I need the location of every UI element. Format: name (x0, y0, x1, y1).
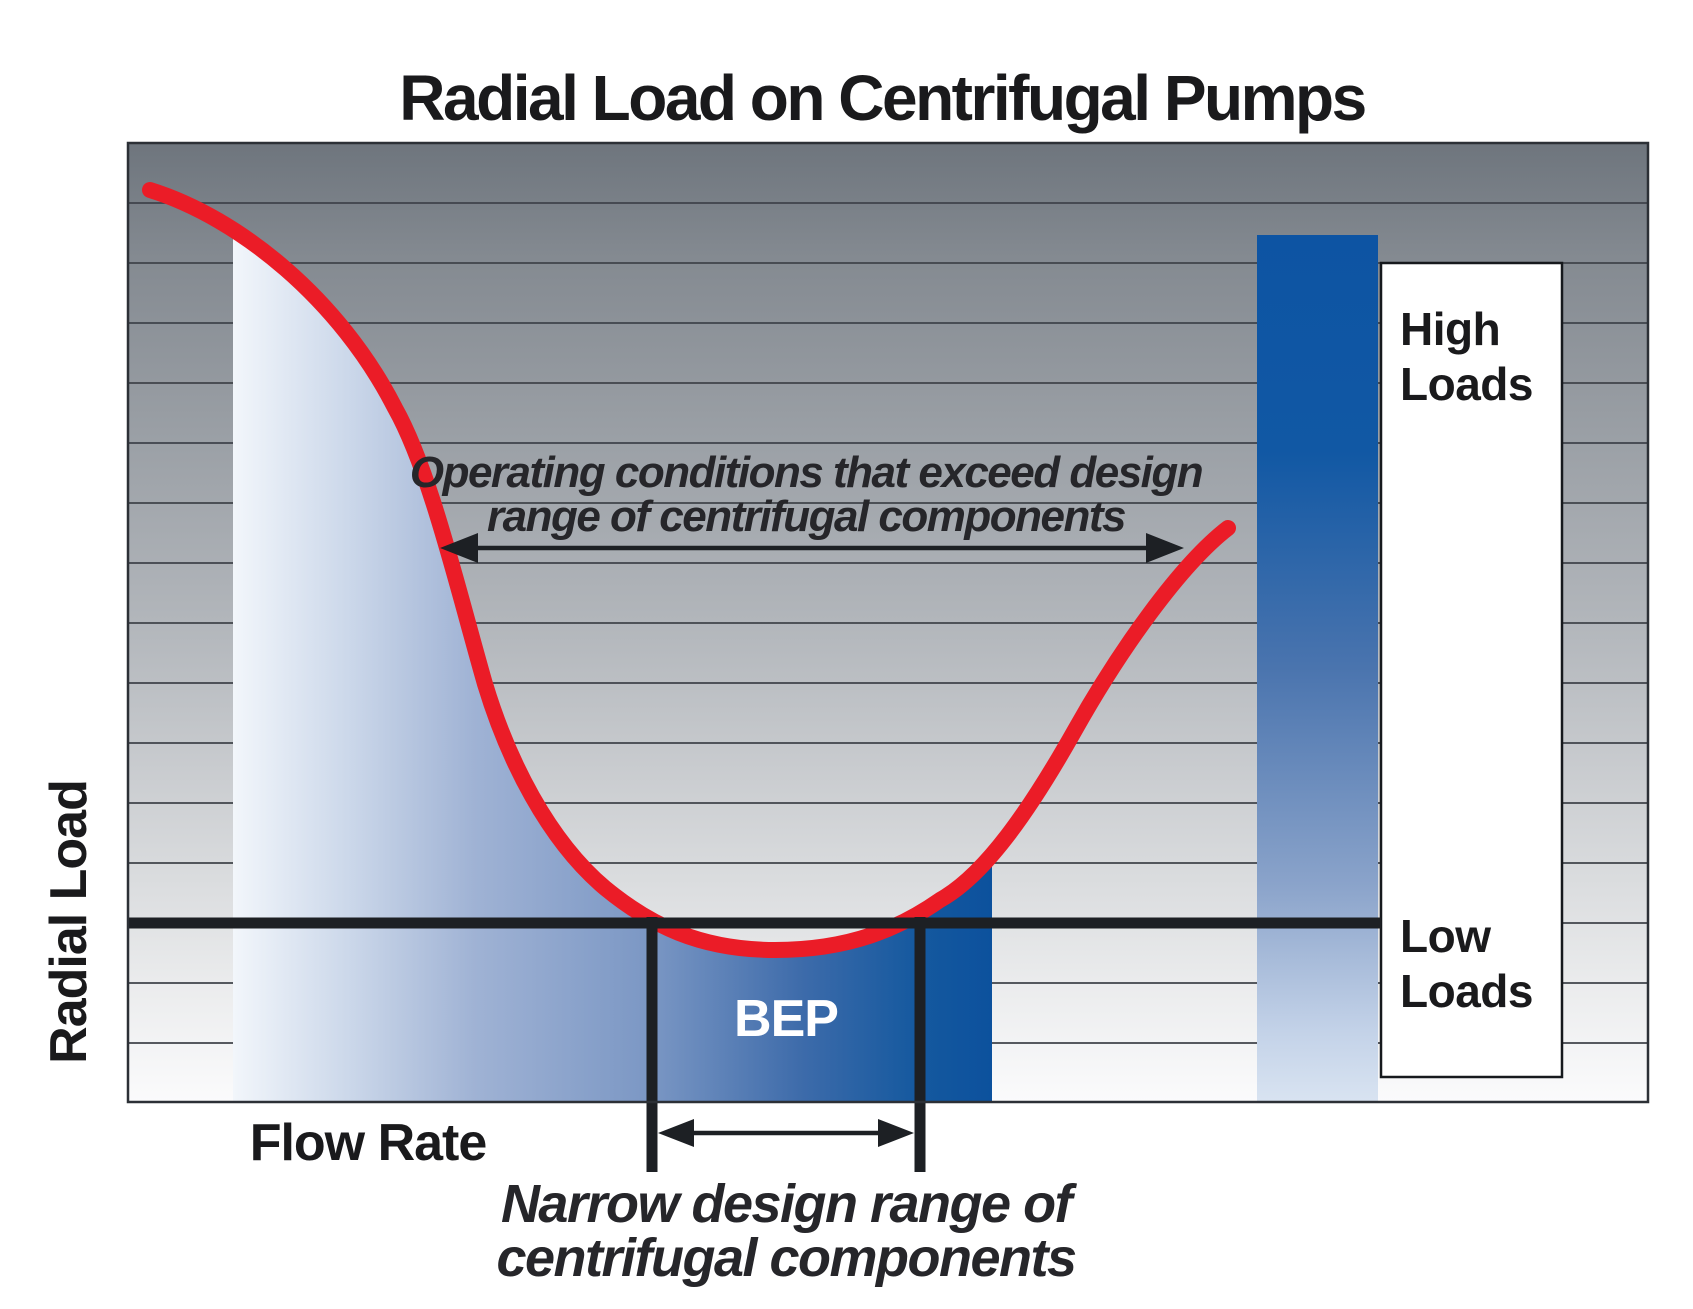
high-load-bar (1257, 235, 1378, 1102)
high-loads-label-line1: High (1400, 303, 1500, 355)
radial-load-curve (142, 182, 1236, 959)
bep-label: BEP (734, 990, 838, 1048)
y-axis-label: Radial Load (40, 780, 98, 1064)
bep-range-markers (646, 917, 926, 1172)
arrow-right-head-icon (878, 1119, 914, 1147)
arrow-right-head-icon (1146, 533, 1184, 563)
plot-border (126, 141, 1650, 1104)
arrow-left-head-icon (658, 1119, 694, 1147)
operating-range-arrow (440, 533, 1184, 563)
low-loads-label-line1: Low (1400, 910, 1491, 962)
x-axis-label: Flow Rate (250, 1114, 487, 1172)
narrow-range-note-line2: centrifugal components (496, 1228, 1076, 1288)
narrow-range-arrow (658, 1119, 914, 1147)
loads-legend-box (1379, 261, 1564, 1079)
high-loads-label-line2: Loads (1400, 358, 1533, 410)
operating-range-note-line2: range of centrifugal components (487, 492, 1125, 541)
arrow-left-head-icon (440, 533, 478, 563)
low-loads-label-line2: Loads (1400, 965, 1533, 1017)
narrow-range-note-line1: Narrow design range of (501, 1174, 1078, 1234)
under-curve-area (233, 229, 992, 1102)
operating-range-note-line1: Operating conditions that exceed design (410, 448, 1203, 497)
chart-title: Radial Load on Centrifugal Pumps (399, 62, 1364, 134)
